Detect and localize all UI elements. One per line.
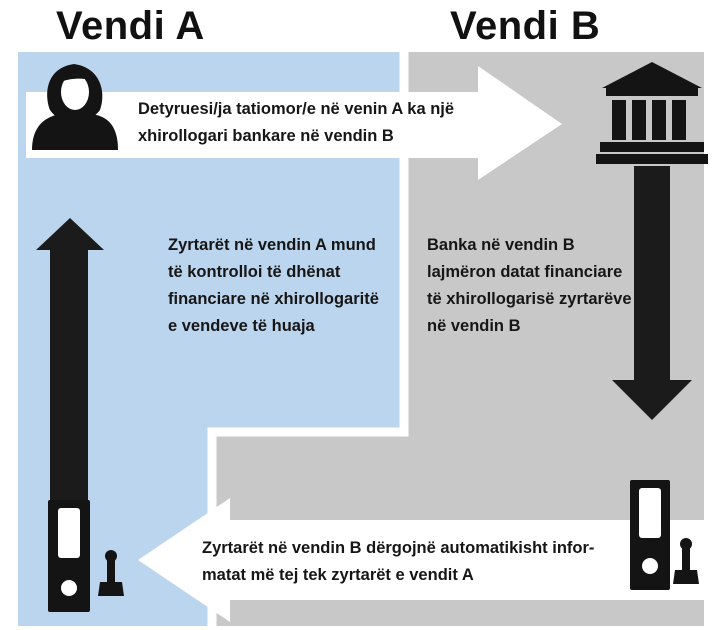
binder-stamp-icon-b [630,480,699,590]
woman-person-icon [32,64,118,150]
step-officials-check: Zyrtarët në vendin A mund të kontrolloi … [168,236,379,335]
step-automatic-exchange: Zyrtarët në vendin B dërgojnë automatiki… [202,539,595,584]
step-bank-reports: Banka në vendin B lajmëron datat financi… [427,236,632,335]
arrow-a-to-b [26,66,562,180]
arrow-b-to-a [138,498,704,622]
country-b-title: Vendi B [450,4,601,48]
country-a-title: Vendi A [56,4,205,48]
arrow-down [612,166,692,420]
arrow-up [36,218,104,500]
step-account-abroad: Detyruesi/ja tatiomor/e në venin A ka nj… [138,100,455,145]
country-a-region [18,52,402,626]
bank-building-icon [596,62,708,164]
binder-stamp-icon-a [48,500,124,612]
